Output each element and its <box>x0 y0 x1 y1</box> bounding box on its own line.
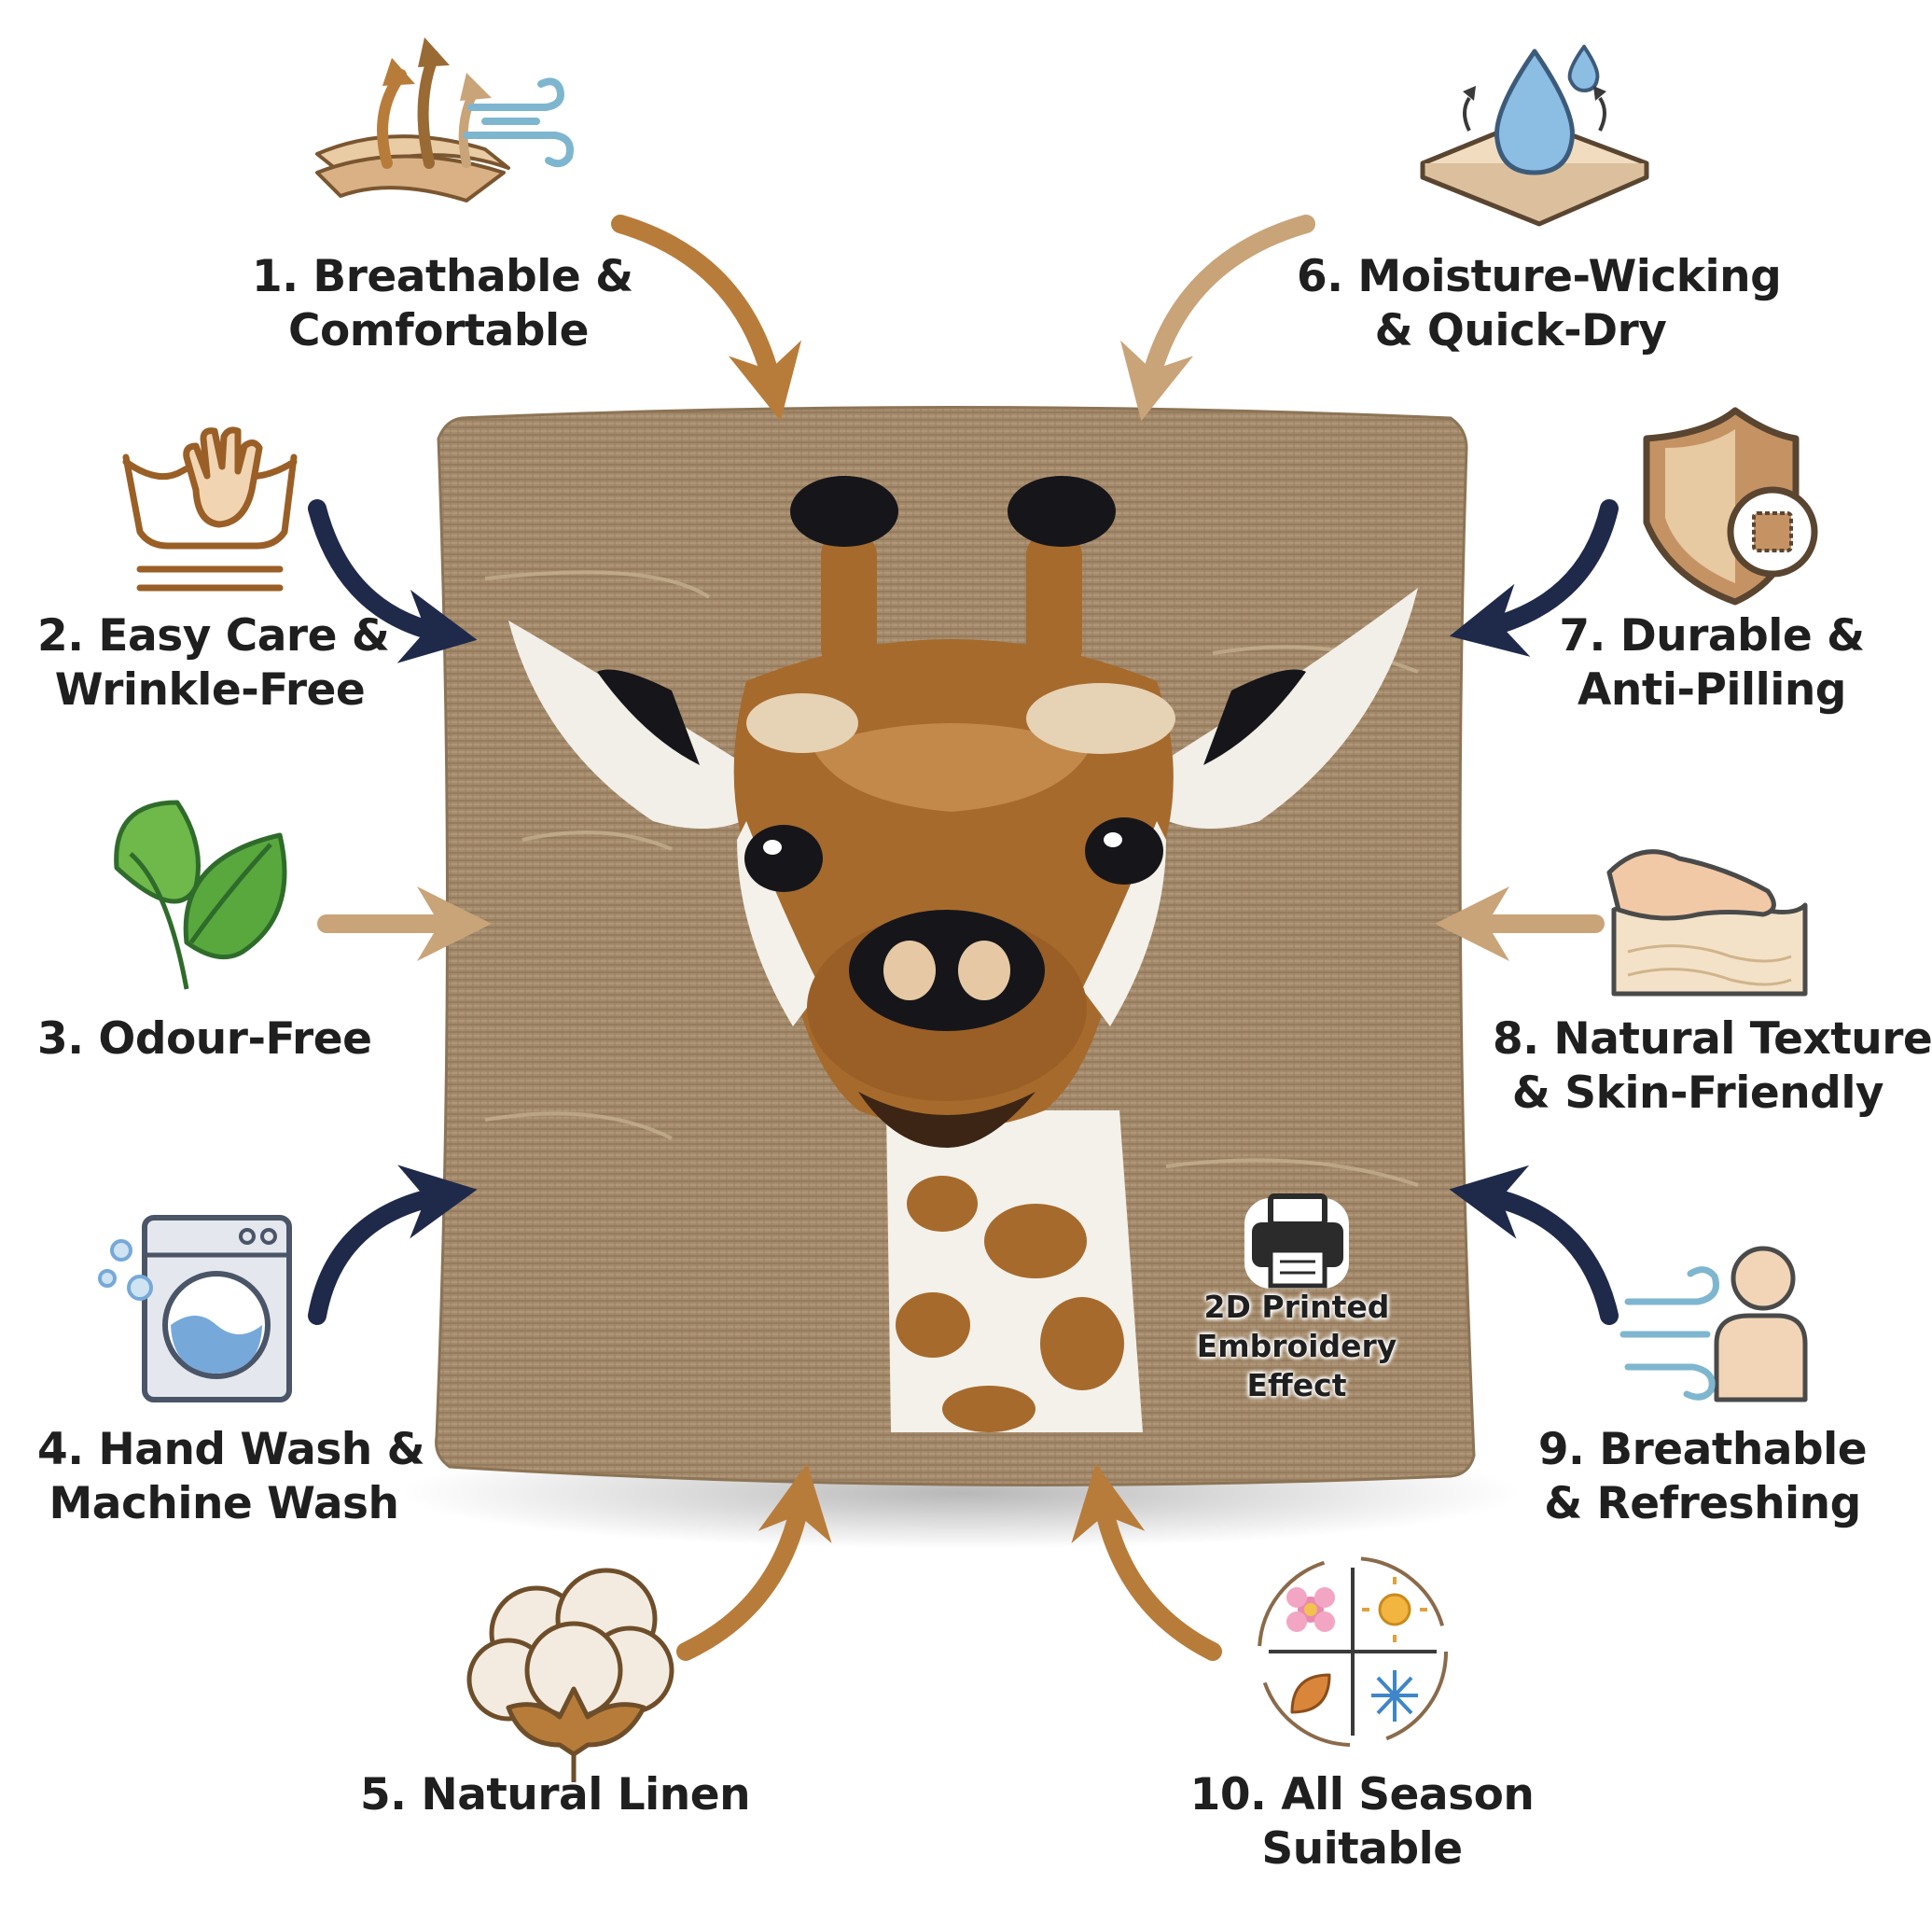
four-seasons-icon <box>1258 1556 1448 1747</box>
feature-label-9: 9. Breathable & Refreshing <box>1537 1424 1868 1529</box>
giraffe-embroidery <box>508 476 1418 1432</box>
arrow-4 <box>308 1165 478 1325</box>
leaf-icon <box>114 800 287 990</box>
arrow-9 <box>1449 1165 1619 1325</box>
feature-label-7: 7. Durable & Anti-Pilling <box>1559 610 1865 716</box>
cotton-flower-icon <box>466 1568 674 1782</box>
feature-label-1: 1. Breathable & Comfortable <box>252 251 633 356</box>
shield-icon <box>1643 407 1818 606</box>
hand-on-fabric-icon <box>1606 849 1808 997</box>
arrow-10 <box>1071 1463 1222 1661</box>
person-breeze-icon <box>1619 1246 1808 1402</box>
feature-label-2: 2. Easy Care & Wrinkle-Free <box>37 610 390 716</box>
feature-label-8: 8. Natural Texture & Skin-Friendly <box>1493 1013 1932 1119</box>
arrow-7 <box>1449 499 1619 657</box>
arrow-5 <box>676 1463 832 1661</box>
arrow-2 <box>308 499 478 663</box>
hand-wash-basin-icon <box>122 426 298 592</box>
feature-label-5: 5. Natural Linen <box>359 1769 751 1820</box>
embroidery-effect-badge: 2D Printed Embroidery Effect <box>1196 1289 1397 1403</box>
feature-label-3: 3. Odour-Free <box>37 1013 372 1065</box>
water-drop-icon <box>1420 45 1649 227</box>
printer-icon <box>1244 1193 1349 1289</box>
breathable-fabric-icon <box>315 37 574 202</box>
feature-label-4: 4. Hand Wash & Machine Wash <box>37 1424 425 1529</box>
feature-label-6: 6. Moisture-Wicking & Quick-Dry <box>1297 251 1782 356</box>
washing-machine-icon <box>98 1215 292 1402</box>
feature-arrows <box>308 215 1619 1661</box>
arrow-6 <box>1119 215 1315 422</box>
feature-label-10: 10. All Season Suitable <box>1189 1769 1535 1875</box>
arrow-1 <box>611 215 802 422</box>
